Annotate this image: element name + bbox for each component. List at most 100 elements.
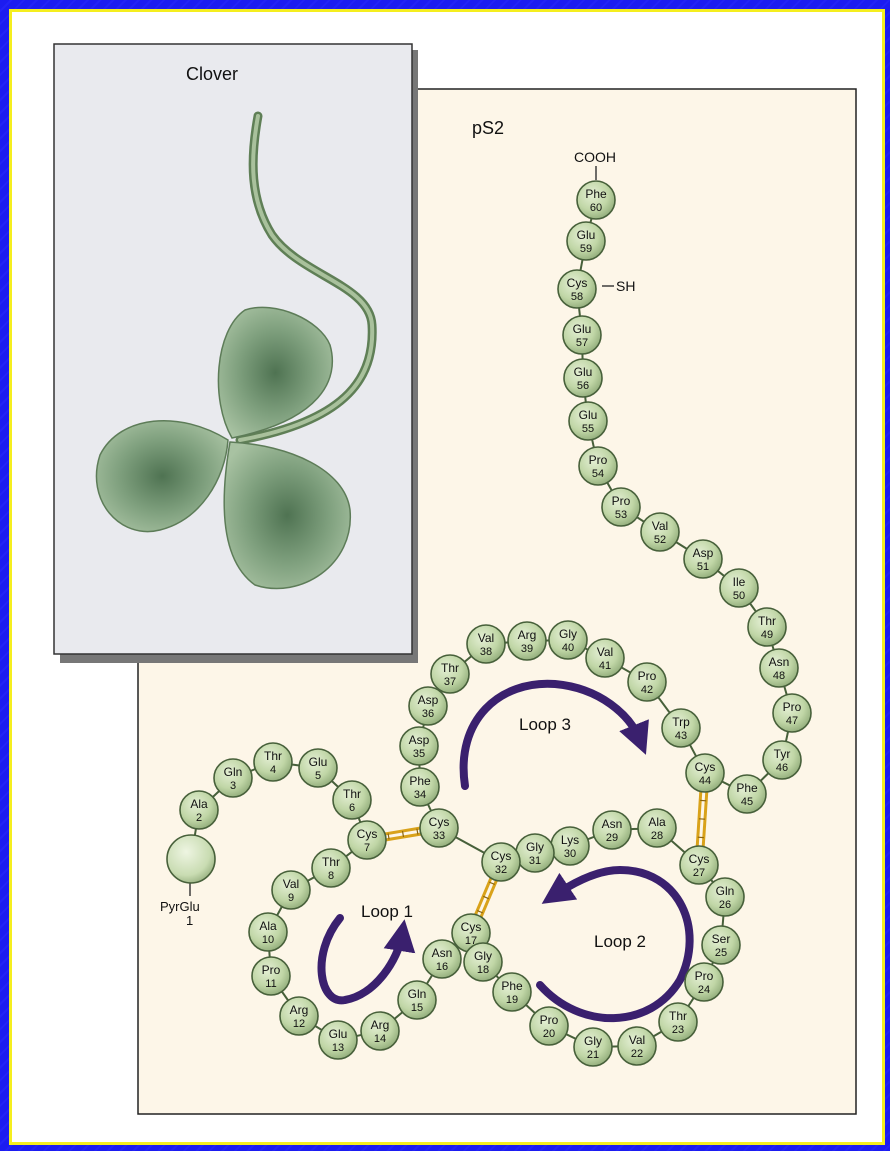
residue-10: Ala10 bbox=[249, 913, 287, 951]
residue-name: Glu bbox=[329, 1027, 348, 1041]
cooh-label: COOH bbox=[574, 149, 616, 165]
pyrglu-number: 1 bbox=[186, 913, 193, 928]
residue-29: Asn29 bbox=[593, 811, 631, 849]
residue-number: 45 bbox=[741, 796, 753, 808]
residue-53: Pro53 bbox=[602, 488, 640, 526]
residue-number: 53 bbox=[615, 509, 627, 521]
residue-name: Asp bbox=[409, 733, 430, 747]
residue-name: Cys bbox=[461, 920, 482, 934]
residue-43: Trp43 bbox=[662, 709, 700, 747]
residue-name: Tyr bbox=[774, 747, 791, 761]
residue-name: Thr bbox=[343, 787, 361, 801]
residue-name: Asn bbox=[769, 655, 790, 669]
residue-number: 11 bbox=[265, 978, 276, 990]
residue-number: 7 bbox=[364, 842, 370, 854]
residue-7: Cys7 bbox=[348, 821, 386, 859]
residue-name: Pro bbox=[589, 453, 608, 467]
residue-name: Pro bbox=[783, 700, 802, 714]
residue-name: Pro bbox=[262, 963, 281, 977]
residue-52: Val52 bbox=[641, 513, 679, 551]
residue-number: 12 bbox=[293, 1018, 305, 1030]
residue-number: 44 bbox=[699, 775, 711, 787]
residue-number: 20 bbox=[543, 1028, 555, 1040]
residue-name: Glu bbox=[573, 322, 592, 336]
residue-number: 14 bbox=[374, 1033, 386, 1045]
residue-name: Arg bbox=[290, 1003, 309, 1017]
loop-2-label: Loop 2 bbox=[594, 932, 646, 951]
residue-19: Phe19 bbox=[493, 973, 531, 1011]
protein-title: pS2 bbox=[472, 118, 504, 138]
residue-20: Pro20 bbox=[530, 1007, 568, 1045]
residue-34: Phe34 bbox=[401, 768, 439, 806]
residue-number: 42 bbox=[641, 684, 653, 696]
residue-name: Asn bbox=[432, 946, 453, 960]
residue-number: 56 bbox=[577, 380, 589, 392]
residue-name: Phe bbox=[736, 781, 758, 795]
residue-number: 25 bbox=[715, 947, 727, 959]
residue-number: 40 bbox=[562, 642, 574, 654]
residue-number: 49 bbox=[761, 629, 773, 641]
loop-1-label: Loop 1 bbox=[361, 902, 413, 921]
residue-number: 9 bbox=[288, 892, 294, 904]
residue-name: Asp bbox=[693, 546, 714, 560]
residue-number: 2 bbox=[196, 812, 202, 824]
residue-number: 18 bbox=[477, 964, 489, 976]
residue-name: Pro bbox=[612, 494, 631, 508]
residue-number: 29 bbox=[606, 832, 618, 844]
residue-number: 46 bbox=[776, 762, 788, 774]
residue-2: Ala2 bbox=[180, 791, 218, 829]
residue-number: 59 bbox=[580, 243, 592, 255]
residue-number: 31 bbox=[529, 855, 541, 867]
residue-number: 38 bbox=[480, 646, 492, 658]
residue-name: Glu bbox=[577, 228, 596, 242]
residue-number: 22 bbox=[631, 1048, 643, 1060]
residue-number: 48 bbox=[773, 670, 785, 682]
residue-number: 37 bbox=[444, 676, 456, 688]
residue-number: 54 bbox=[592, 468, 604, 480]
residue-name: Cys bbox=[357, 827, 378, 841]
residue-name: Phe bbox=[409, 774, 431, 788]
residue-number: 4 bbox=[270, 764, 276, 776]
pyrglu-name: PyrGlu bbox=[160, 899, 200, 914]
residue-41: Val41 bbox=[586, 639, 624, 677]
residue-number: 3 bbox=[230, 780, 236, 792]
residue-number: 5 bbox=[315, 770, 321, 782]
residue-name: Pro bbox=[540, 1013, 559, 1027]
residue-name: Cys bbox=[689, 852, 710, 866]
residue-name: Arg bbox=[371, 1018, 390, 1032]
residue-number: 26 bbox=[719, 899, 731, 911]
residue-name: Lys bbox=[561, 833, 579, 847]
residue-number: 52 bbox=[654, 534, 666, 546]
residue-11: Pro11 bbox=[252, 957, 290, 995]
residue-number: 47 bbox=[786, 715, 798, 727]
residue-number: 32 bbox=[495, 864, 507, 876]
residue-name: Val bbox=[597, 645, 613, 659]
residue-number: 13 bbox=[332, 1042, 344, 1054]
residue-number: 33 bbox=[433, 830, 445, 842]
residue-name: Gln bbox=[408, 987, 427, 1001]
residue-number: 41 bbox=[599, 660, 611, 672]
residue-44: Cys44 bbox=[686, 754, 724, 792]
residue-name: Gly bbox=[559, 627, 577, 641]
residue-name: Phe bbox=[585, 187, 607, 201]
residue-name: Asp bbox=[418, 693, 439, 707]
residue-number: 60 bbox=[590, 202, 602, 214]
residue-number: 55 bbox=[582, 423, 594, 435]
residue-name: Pro bbox=[695, 969, 714, 983]
residue-number: 57 bbox=[576, 337, 588, 349]
residue-number: 24 bbox=[698, 984, 710, 996]
residue-name: Glu bbox=[309, 755, 328, 769]
